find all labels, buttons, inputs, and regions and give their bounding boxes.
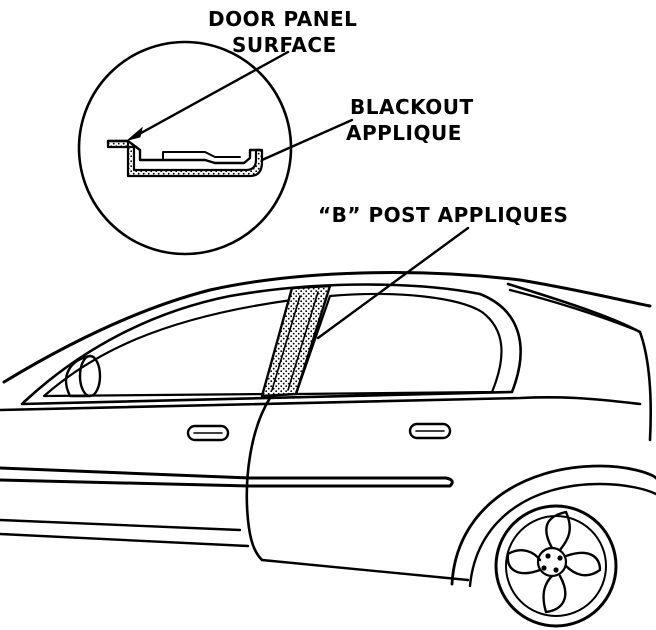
rear-wheel — [494, 504, 618, 628]
label-blackout-line1: BLACKOUT — [350, 95, 474, 119]
roof-line — [2, 271, 652, 384]
rear-wheel-arch — [450, 464, 656, 586]
panel-cross-section — [106, 139, 264, 178]
lower-sill — [0, 518, 470, 582]
leader-blackout — [260, 118, 354, 162]
door-panel-surface-section — [106, 139, 262, 165]
blackout-applique-section — [106, 139, 264, 178]
label-blackout-line2: APPLIQUE — [346, 121, 462, 145]
leader-b-post — [316, 226, 470, 340]
wheel-spokes — [506, 510, 602, 614]
body-side-molding — [0, 466, 454, 488]
side-mirror — [64, 354, 102, 398]
window-frame-outer — [20, 283, 522, 406]
belt-line — [0, 395, 642, 412]
door-seam — [245, 396, 272, 562]
label-door-panel-line2: SURFACE — [232, 33, 337, 57]
leader-door-panel — [130, 50, 290, 140]
leader-door-panel-arrow — [127, 126, 143, 141]
label-door-panel-line1: DOOR PANEL — [208, 7, 357, 31]
front-door-handle — [186, 424, 230, 442]
detail-inset — [77, 40, 354, 256]
rear-door-handle — [408, 422, 452, 440]
car-illustration — [0, 271, 656, 628]
label-b-post: “B” POST APPLIQUES — [318, 203, 568, 227]
rear-door-glass — [294, 292, 503, 396]
